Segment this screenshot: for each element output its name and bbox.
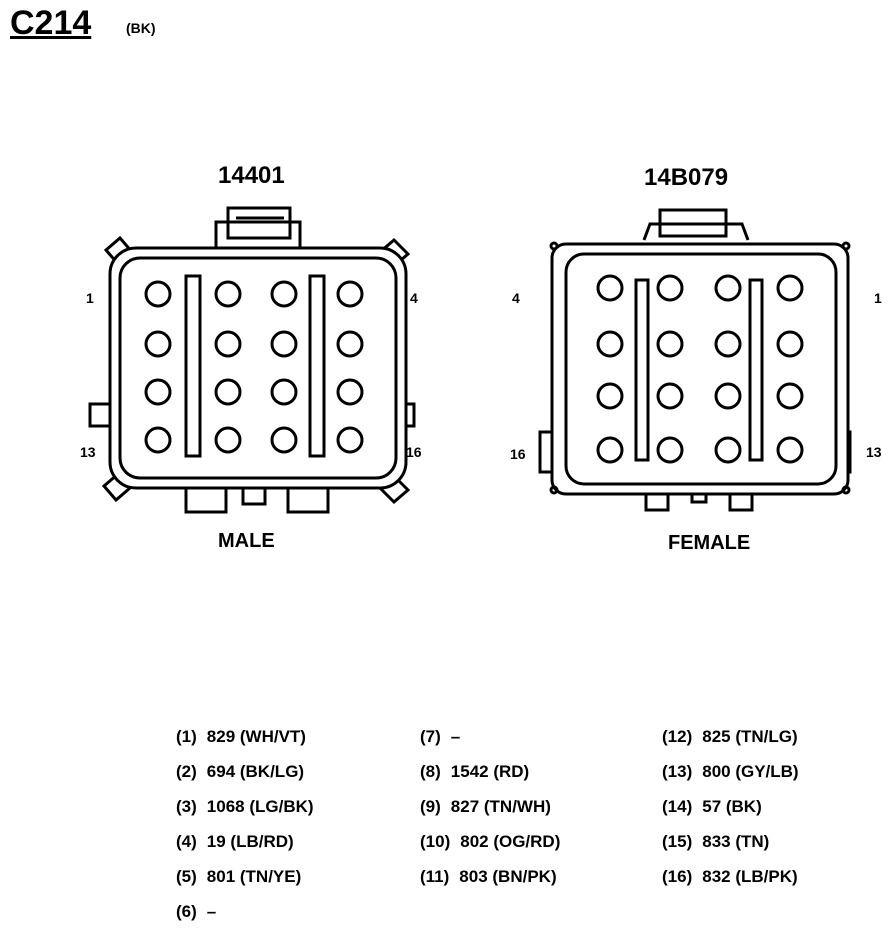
female-pin-label-bottom-left: 16 xyxy=(510,446,526,462)
pin-circuit: 694 (BK/LG) xyxy=(206,762,305,781)
pin-number: (11) xyxy=(420,867,450,886)
female-pin-label-top-left: 4 xyxy=(512,290,520,306)
pin-circuit: – xyxy=(450,727,461,746)
pin-number: (7) xyxy=(420,727,441,746)
pin-number: (13) xyxy=(662,762,693,781)
pin-number: (6) xyxy=(176,902,197,921)
pin-circuit: 801 (TN/YE) xyxy=(206,867,302,886)
pin-circuit: 1068 (LG/BK) xyxy=(206,797,314,816)
female-part-number: 14B079 xyxy=(644,164,729,191)
pin-list-item: (3) 1068 (LG/BK) xyxy=(176,797,314,817)
pin-number: (16) xyxy=(662,867,693,886)
pin-circuit: 832 (LB/PK) xyxy=(702,867,798,886)
pin-circuit: 802 (OG/RD) xyxy=(460,832,561,851)
pin-number: (9) xyxy=(420,797,441,816)
pin-list-item: (1) 829 (WH/VT) xyxy=(176,727,306,747)
pin-circuit: – xyxy=(206,902,217,921)
pin-number: (12) xyxy=(662,727,693,746)
pin-number: (5) xyxy=(176,867,197,886)
pin-list-item: (13) 800 (GY/LB) xyxy=(662,762,799,782)
pin-list-item: (8) 1542 (RD) xyxy=(420,762,529,782)
pin-number: (10) xyxy=(420,832,451,851)
female-pin-label-top-right: 1 xyxy=(874,290,882,306)
pin-list-item: (7)– xyxy=(420,727,460,747)
pin-circuit: 57 (BK) xyxy=(702,797,762,816)
pin-list-item: (16) 832 (LB/PK) xyxy=(662,867,798,887)
pin-number: (8) xyxy=(420,762,441,781)
pin-circuit: 827 (TN/WH) xyxy=(450,797,551,816)
pin-list-item: (9) 827 (TN/WH) xyxy=(420,797,551,817)
connector-id: C214 xyxy=(10,4,92,42)
pin-number: (2) xyxy=(176,762,197,781)
male-connector xyxy=(88,206,416,514)
pin-list-item: (12) 825 (TN/LG) xyxy=(662,727,798,747)
pin-list-item: (5) 801 (TN/YE) xyxy=(176,867,301,887)
male-pin-label-bottom-right: 16 xyxy=(406,444,422,460)
pin-circuit: 833 (TN) xyxy=(702,832,770,851)
male-pin-label-bottom-left: 13 xyxy=(80,444,96,460)
female-connector xyxy=(538,208,852,512)
pin-circuit: 800 (GY/LB) xyxy=(702,762,799,781)
pin-number: (15) xyxy=(662,832,693,851)
pin-circuit: 829 (WH/VT) xyxy=(206,727,306,746)
pin-number: (1) xyxy=(176,727,197,746)
female-pin-label-bottom-right: 13 xyxy=(866,444,882,460)
pin-circuit: 803 (BN/PK) xyxy=(459,867,557,886)
pin-list-item: (6)– xyxy=(176,902,216,922)
male-label: MALE xyxy=(218,530,275,552)
pin-circuit: 1542 (RD) xyxy=(450,762,530,781)
pin-number: (3) xyxy=(176,797,197,816)
pin-list-item: (4) 19 (LB/RD) xyxy=(176,832,294,852)
pin-number: (14) xyxy=(662,797,693,816)
pin-list-item: (2) 694 (BK/LG) xyxy=(176,762,304,782)
connector-color: (BK) xyxy=(126,20,156,36)
pin-number: (4) xyxy=(176,832,197,851)
male-pin-label-top-left: 1 xyxy=(86,290,94,306)
male-pin-label-top-right: 4 xyxy=(410,290,418,306)
male-part-number: 14401 xyxy=(218,162,285,189)
pin-list-item: (11) 803 (BN/PK) xyxy=(420,867,557,887)
pin-list-item: (10) 802 (OG/RD) xyxy=(420,832,560,852)
pin-circuit: 19 (LB/RD) xyxy=(206,832,294,851)
female-label: FEMALE xyxy=(668,532,751,554)
pin-list-item: (14) 57 (BK) xyxy=(662,797,762,817)
pin-list-item: (15) 833 (TN) xyxy=(662,832,769,852)
pin-circuit: 825 (TN/LG) xyxy=(702,727,798,746)
